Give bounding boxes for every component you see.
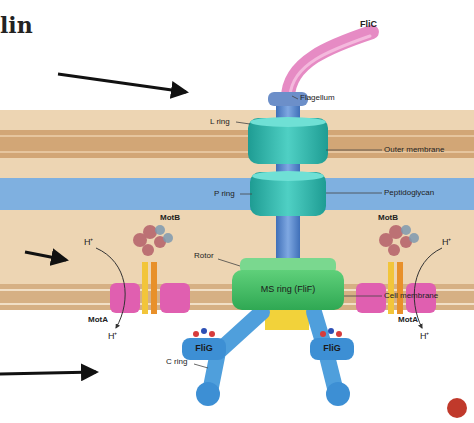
node-label: FliG — [195, 344, 213, 354]
part-label: MotA — [88, 316, 108, 324]
pointer-arrows — [0, 74, 186, 374]
flig-protein: FliG — [182, 338, 226, 360]
part-label: Peptidoglycan — [384, 189, 434, 197]
part-label: H⁺ — [84, 238, 94, 247]
part-label: P ring — [214, 190, 235, 198]
part-label: FliC — [360, 20, 377, 29]
part-label: Outer membrane — [384, 146, 444, 154]
logo-mark — [447, 398, 467, 418]
mot-proteins — [110, 225, 436, 314]
part-label: Rotor — [194, 252, 214, 260]
part-label: H⁺ — [420, 332, 430, 341]
part-label: MotB — [378, 214, 398, 222]
flagellar-filament — [288, 32, 372, 98]
p-ring — [250, 171, 326, 216]
part-label: lin — [0, 14, 33, 36]
part-label: Flagellum — [300, 94, 335, 102]
part-label: H⁺ — [442, 238, 452, 247]
part-label: MotB — [160, 214, 180, 222]
part-label: MotA — [398, 316, 418, 324]
part-label: Cell membrane — [384, 292, 438, 300]
flig-protein: FliG — [310, 338, 354, 360]
part-label: L ring — [210, 118, 230, 126]
part-label: C ring — [166, 358, 187, 366]
proton-paths — [96, 248, 442, 328]
l-ring — [248, 117, 328, 164]
part-label: H⁺ — [108, 332, 118, 341]
ms-ring: MS ring (FliF) — [232, 270, 344, 310]
node-label: MS ring (FliF) — [261, 285, 316, 295]
node-label: FliG — [323, 344, 341, 354]
leader-lines — [194, 96, 382, 368]
